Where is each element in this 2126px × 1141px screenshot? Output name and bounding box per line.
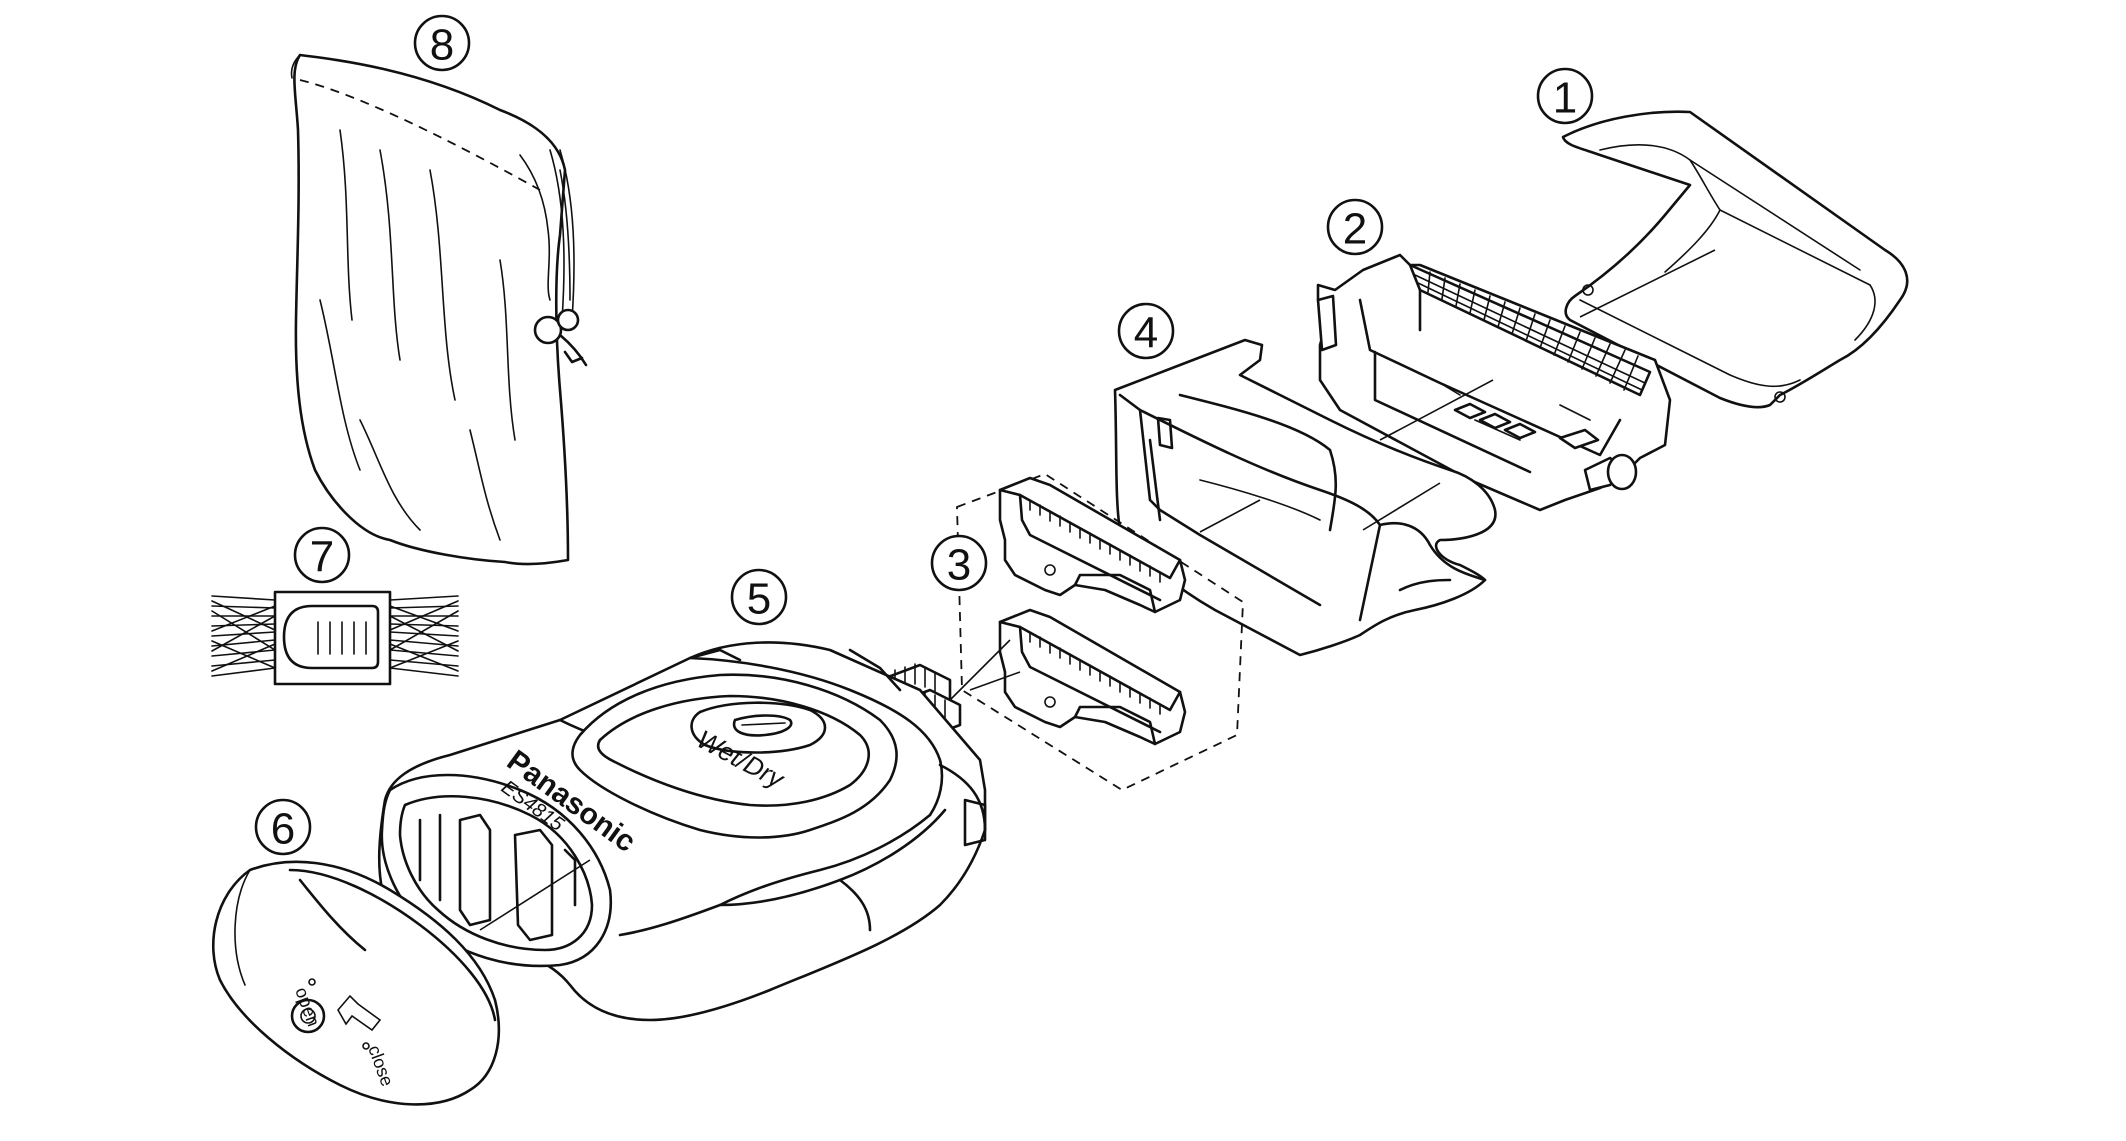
battery-cover: open close (212, 860, 501, 1106)
callout-3-number: 3 (947, 541, 971, 590)
cleaning-brush (211, 590, 459, 686)
callout-4-number: 4 (1134, 309, 1158, 358)
inner-foil-frame (1316, 253, 1672, 512)
callout-6-number: 6 (271, 805, 295, 854)
callout-8-number: 8 (430, 21, 454, 70)
callout-3: 3 (930, 534, 988, 592)
outer-foil (1561, 110, 1909, 409)
callout-1-number: 1 (1553, 74, 1577, 123)
callout-5: 5 (730, 568, 788, 626)
callout-6: 6 (254, 798, 312, 856)
callout-5-number: 5 (747, 575, 771, 624)
battery-lock-icon (290, 998, 326, 1034)
inner-blades (949, 472, 1244, 792)
arrow-icon (337, 994, 382, 1032)
callout-8: 8 (413, 14, 471, 72)
travel-pouch (290, 53, 588, 566)
callout-7: 7 (293, 526, 351, 584)
main-body: Wet/Dry Panasonic ES4815 (377, 641, 987, 1022)
callout-2-number: 2 (1343, 205, 1367, 254)
callout-1: 1 (1536, 67, 1594, 125)
foil-frame-holder (1113, 338, 1497, 657)
callout-2: 2 (1326, 198, 1384, 256)
callout-7-number: 7 (310, 533, 334, 582)
callout-4: 4 (1117, 302, 1175, 360)
